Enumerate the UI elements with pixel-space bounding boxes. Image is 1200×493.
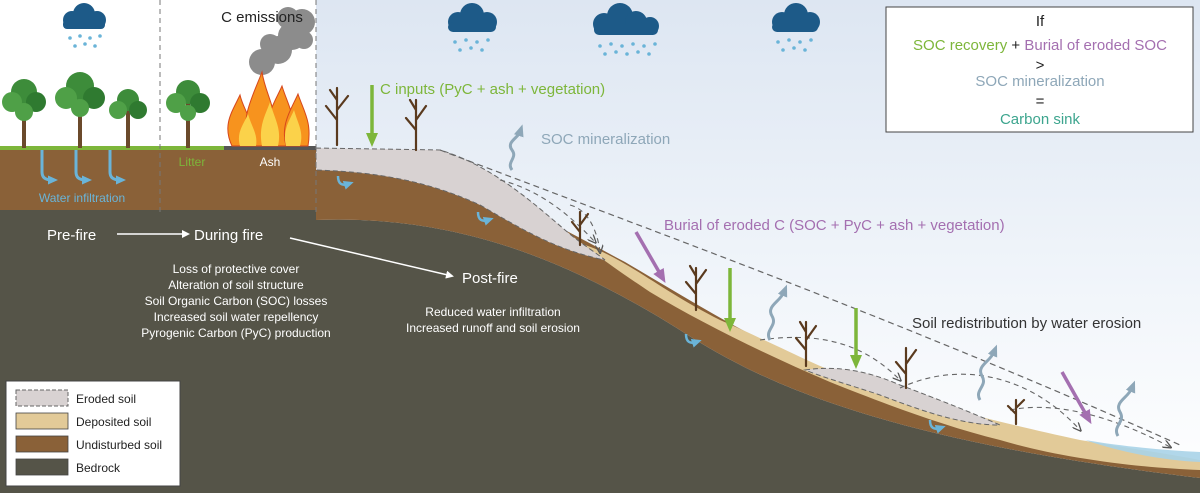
condition-burial: Burial of eroded SOC (1024, 37, 1167, 54)
condition-equation-line: SOC recovery + Burial of eroded SOC (913, 37, 1167, 54)
legend-swatch-deposited (15, 412, 69, 430)
tree-icon (2, 79, 46, 148)
burnt-tree-icon (894, 346, 918, 390)
fire-effects-list: Loss of protective cover Alteration of s… (141, 262, 330, 340)
condition-recovery: SOC recovery (913, 37, 1008, 54)
legend-label: Bedrock (76, 461, 121, 475)
bedrock-layer (0, 210, 1200, 493)
burnt-tree-icon (404, 98, 428, 152)
fire-effect-item: Pyrogenic Carbon (PyC) production (141, 326, 330, 340)
fire-effect-item: Alteration of soil structure (168, 278, 304, 292)
smoke-cloud-icon (249, 7, 315, 75)
surface-soil-left (0, 150, 316, 210)
legend-label: Undisturbed soil (76, 438, 162, 452)
soc-mineralization-label: SOC mineralization (541, 131, 670, 148)
burnt-trees (324, 86, 1026, 426)
condition-result: Carbon sink (1000, 111, 1081, 128)
burnt-tree-icon (324, 86, 350, 147)
condition-equals: = (1036, 93, 1045, 110)
burnt-tree-icon (684, 264, 708, 312)
legend-swatch-undisturbed (15, 435, 69, 453)
c-inputs-label: C inputs (PyC + ash + vegetation) (380, 81, 605, 98)
during-to-post-arrow (289, 237, 454, 279)
during-fire-label: During fire (194, 227, 263, 244)
tree-icon (166, 80, 210, 148)
fire-effect-item: Increased soil water repellency (154, 310, 319, 324)
rain-cloud-icon (772, 3, 820, 52)
tree-icon (55, 72, 105, 148)
litter-label: Litter (179, 155, 206, 169)
legend-label: Eroded soil (76, 392, 136, 406)
runoff-arrows (336, 175, 946, 434)
pre-fire-trees (2, 72, 210, 148)
legend-item: Bedrock (15, 458, 121, 476)
redistribution-label: Soil redistribution by water erosion (912, 315, 1141, 332)
fire-effect-item: Loss of protective cover (173, 262, 300, 276)
condition-mineralization: SOC mineralization (975, 73, 1104, 90)
eroded-soil-layer (315, 147, 606, 261)
post-fire-label: Post-fire (462, 270, 518, 287)
condition-if: If (1036, 13, 1045, 30)
rain-cloud-icon (63, 3, 106, 48)
burial-label: Burial of eroded C (SOC + PyC + ash + ve… (664, 217, 1005, 234)
fire-effect-item: Soil Organic Carbon (SOC) losses (145, 294, 328, 308)
condition-plus: + (1007, 37, 1024, 54)
tree-icon (109, 89, 147, 148)
burnt-tree-icon (794, 320, 818, 368)
burial-arrows (634, 231, 1092, 425)
carbon-sink-condition-box: If SOC recovery + Burial of eroded SOC >… (885, 6, 1194, 133)
redistribution-arcs (499, 179, 1170, 447)
legend: Eroded soil Deposited soil Undisturbed s… (5, 380, 181, 487)
rain-cloud-icon (593, 3, 659, 56)
burnt-tree-icon (1006, 398, 1026, 426)
condition-greater: > (1036, 57, 1045, 74)
legend-item: Eroded soil (15, 389, 136, 407)
c-emissions-label: C emissions (221, 9, 303, 26)
water-infiltration-label: Water infiltration (39, 191, 125, 205)
legend-swatch-bedrock (15, 458, 69, 476)
burnt-tree-icon (570, 210, 590, 247)
water-infiltration-arrows (40, 150, 126, 185)
post-fire-effect-item: Increased runoff and soil erosion (406, 321, 580, 335)
eroded-soil-lower-patch (803, 367, 1001, 426)
pre-fire-label: Pre-fire (47, 227, 96, 244)
fire-flames-icon (227, 70, 310, 147)
water-body (1085, 440, 1200, 462)
soc-mineralization-arrows (508, 124, 1136, 437)
legend-item: Undisturbed soil (15, 435, 162, 453)
legend-swatch-eroded (15, 389, 69, 407)
ash-label: Ash (260, 155, 281, 169)
legend-label: Deposited soil (76, 415, 151, 429)
post-fire-effect-item: Reduced water infiltration (425, 305, 560, 319)
rain-cloud-icon (448, 3, 497, 52)
c-input-arrows (366, 85, 862, 369)
legend-item: Deposited soil (15, 412, 151, 430)
post-fire-effects-list: Reduced water infiltration Increased run… (406, 305, 580, 335)
